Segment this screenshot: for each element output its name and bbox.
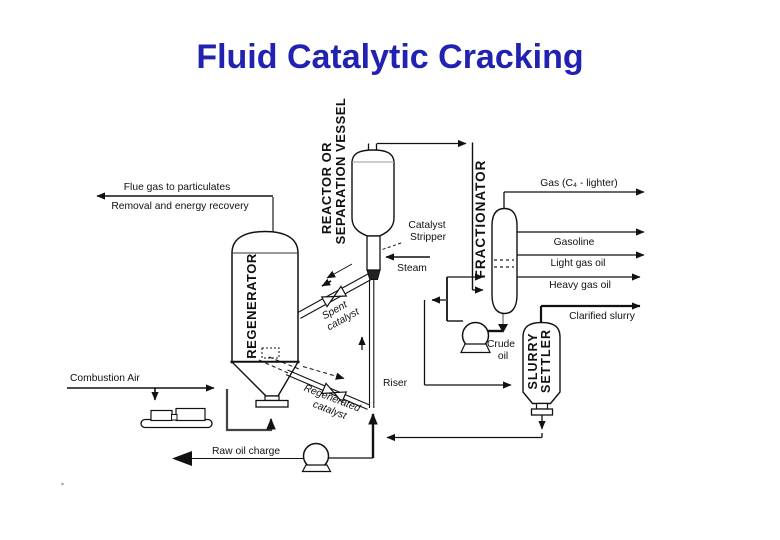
- reactor-label-2: SEPARATION VESSEL: [333, 98, 348, 245]
- regenerator-vessel: [230, 230, 300, 408]
- raw-oil-pump: [301, 442, 332, 473]
- product-lines: [503, 188, 645, 281]
- regenerator-label: REGENERATOR: [244, 253, 259, 359]
- raw-oil-charge-label: Raw oil charge: [212, 446, 280, 457]
- slurry-settler-vessel: [522, 302, 641, 416]
- reactor-vessel: [351, 143, 395, 237]
- spent-catalyst-pipe: [297, 263, 372, 319]
- air-blower: [140, 407, 213, 429]
- flue-gas-label-2: Removal and energy recovery: [111, 201, 249, 212]
- settler-bottoms-line: [386, 415, 546, 442]
- spent-catalyst-valve-icon: [320, 285, 348, 308]
- slurry-settler-label-1: SLURRY: [526, 333, 540, 390]
- flue-gas-line: [96, 192, 274, 231]
- regenerated-catalyst-valve-icon: [320, 382, 348, 404]
- raw-oil-charge-line: [172, 413, 378, 466]
- heavy-gas-oil-label: Heavy gas oil: [549, 280, 611, 291]
- fractionator-vessel: [491, 207, 518, 315]
- stray-dot: [61, 482, 64, 486]
- crude-oil-label-2: oil: [498, 351, 508, 362]
- gas-label: Gas (C₄ - lighter): [540, 178, 617, 189]
- crude-oil-label-1: Crude: [487, 339, 515, 350]
- clarified-slurry-label: Clarified slurry: [569, 311, 636, 322]
- catalyst-stripper: [366, 235, 402, 280]
- crude-oil-pump: [460, 321, 491, 354]
- fractionator-bottoms-circuit: [423, 277, 512, 389]
- catalyst-stripper-label-1: Catalyst: [408, 220, 445, 231]
- flue-gas-label-1: Flue gas to particulates: [124, 182, 230, 193]
- gasoline-label: Gasoline: [554, 237, 595, 248]
- fractionator-label: FRACTIONATOR: [473, 160, 488, 279]
- catalyst-distributor-box: [261, 347, 280, 359]
- reactor-overhead-line: [377, 139, 484, 294]
- feed-arrow-icon: [172, 451, 192, 466]
- regenerated-catalyst-pipe: [285, 366, 370, 410]
- riser-pipe: [358, 280, 375, 408]
- light-gas-oil-label: Light gas oil: [551, 258, 606, 269]
- catalyst-stripper-label-2: Stripper: [410, 232, 447, 243]
- reactor-label-1: REACTOR OR: [319, 142, 334, 234]
- steam-label: Steam: [397, 263, 427, 274]
- riser-label: Riser: [383, 378, 408, 389]
- slide-title: Fluid Catalytic Cracking: [196, 38, 584, 76]
- combustion-air-label: Combustion Air: [70, 373, 140, 384]
- combustion-air-line: [67, 384, 276, 432]
- slurry-settler-label-2: SETTLER: [539, 329, 553, 393]
